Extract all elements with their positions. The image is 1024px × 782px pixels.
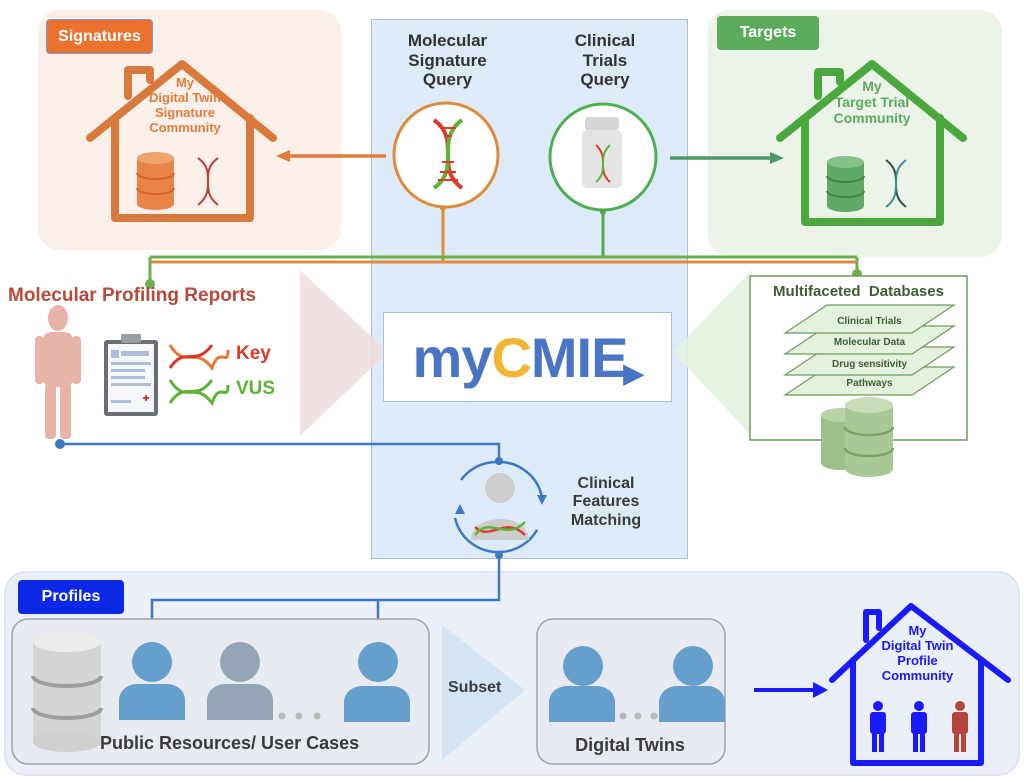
logo-c: C xyxy=(491,325,531,389)
logo-mie: MIE xyxy=(530,325,629,389)
vus-dna-icon xyxy=(168,379,230,407)
target-database-icon xyxy=(826,156,865,212)
target-dna-icon xyxy=(885,159,907,208)
ellipsis-dots xyxy=(619,712,658,720)
vus-label: VUS xyxy=(236,378,276,399)
key-dna-icon xyxy=(168,344,230,372)
public-resources-label: Public Resources/ User Cases xyxy=(100,733,360,753)
db-layer-molecular-data: Molecular Data xyxy=(833,337,906,348)
blue-connector-lines xyxy=(60,442,501,637)
key-label: Key xyxy=(236,343,271,364)
profiles-tag: Profiles xyxy=(18,580,124,614)
person-icon-gray xyxy=(207,642,273,720)
arrow-to-targets xyxy=(670,152,784,164)
signature-dna-icon xyxy=(197,157,219,206)
signatures-tag: Signatures xyxy=(46,19,153,54)
reports-title: Molecular Profiling Reports xyxy=(8,285,257,306)
logo-arrow-icon: ▶ xyxy=(623,357,643,388)
target-house-icon xyxy=(776,60,967,226)
database-stack-icon xyxy=(821,397,895,477)
subset-arrow-shape xyxy=(442,625,525,760)
person-icon xyxy=(344,642,410,722)
connector-lines xyxy=(148,207,859,283)
db-layer-drug-sensitivity: Drug sensitivity xyxy=(831,359,908,370)
db-layer-pathways: Pathways xyxy=(846,378,893,389)
server-database-icon xyxy=(31,632,103,752)
person-icon xyxy=(119,642,185,720)
database-layers xyxy=(783,304,956,396)
reports-arrow-shape xyxy=(300,270,388,436)
molecular-dna-icon xyxy=(432,118,464,190)
digital-twins-label: Digital Twins xyxy=(575,735,685,755)
databases-title: Multifaceted Databases xyxy=(773,283,944,300)
arrow-to-profile-house xyxy=(754,682,828,698)
twin-person-icon xyxy=(549,646,725,722)
logo-my: my xyxy=(412,325,493,389)
connector-dot xyxy=(145,279,155,289)
signature-database-icon xyxy=(136,152,175,210)
arrow-to-signatures xyxy=(276,150,386,162)
pill-bottle-icon xyxy=(582,117,622,188)
subset-label: Subset xyxy=(448,679,502,696)
ellipsis-dots xyxy=(278,712,321,720)
human-body-icon xyxy=(35,305,81,439)
db-layer-clinical-trials: Clinical Trials xyxy=(837,316,902,327)
clipboard-icon xyxy=(104,334,158,416)
signature-house-icon xyxy=(86,60,277,222)
community-people-icon xyxy=(870,701,968,752)
profile-house-icon xyxy=(829,603,1011,766)
databases-arrow-shape xyxy=(673,270,752,436)
targets-tag: Targets xyxy=(717,16,819,50)
matching-cycle-icon xyxy=(453,460,544,554)
